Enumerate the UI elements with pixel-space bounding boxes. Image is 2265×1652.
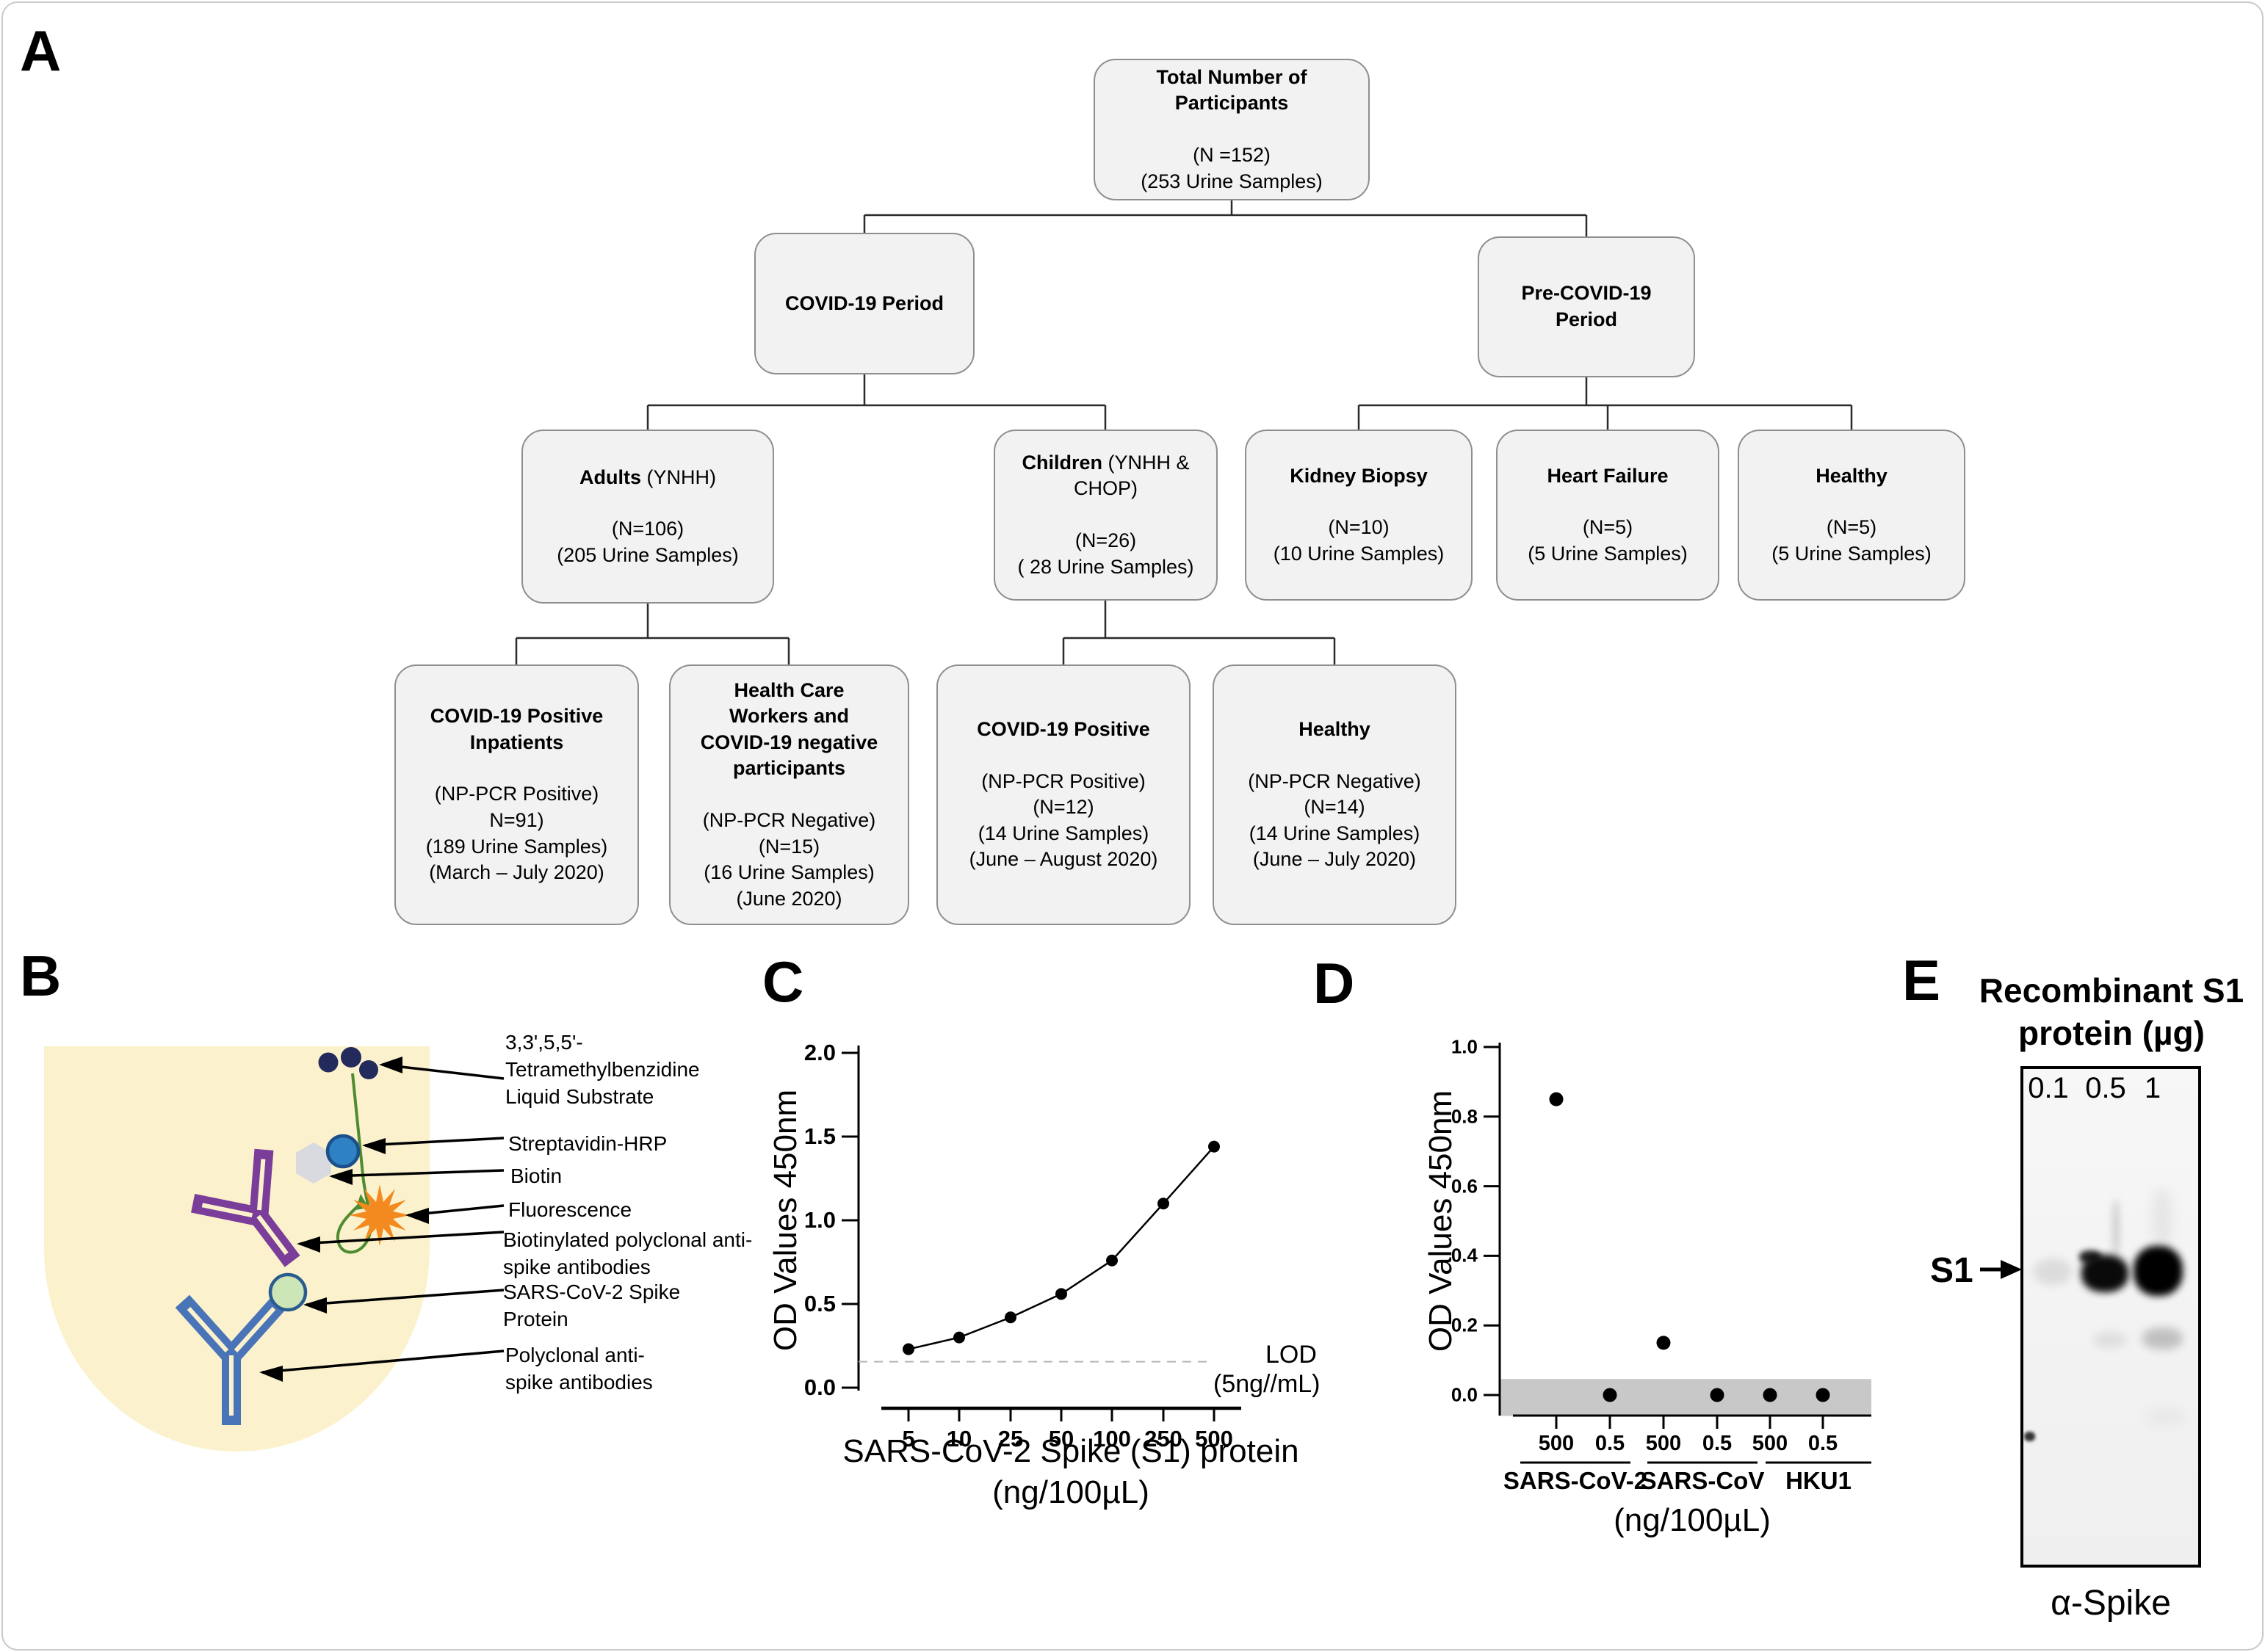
panel-b-letter: B <box>20 943 62 1008</box>
panel-d-letter: D <box>1313 951 1355 1015</box>
chart-d-xlabel: (ng/100µL) <box>1614 1502 1771 1538</box>
flow-box-healthy-children: Healthy (NP-PCR Negative) (N=14) (14 Uri… <box>1213 664 1456 925</box>
chart-c-ylabel: OD Values 450nm <box>767 1089 803 1352</box>
chart-c-ytick: 1.5 <box>803 1123 836 1149</box>
flow-box-kidney-biopsy: Kidney Biopsy (N=10) (10 Urine Samples) <box>1245 430 1473 601</box>
blot-band-lane3 <box>2134 1246 2183 1296</box>
label-biotin: Biotin <box>510 1164 563 1187</box>
flow-box-healthy-pre: Healthy (N=5) (5 Urine Samples) <box>1738 430 1965 601</box>
blot-streak-lane2 <box>2112 1200 2120 1257</box>
lod-label: LOD <box>1265 1341 1317 1369</box>
chart-d-dose-label: 0.5 <box>1807 1432 1838 1455</box>
panel-a-letter: A <box>20 18 62 83</box>
chart-c-standard-curve <box>842 1046 1241 1421</box>
panel-e-letter: E <box>1902 948 1941 1012</box>
flow-box-children: Children (YNHH & CHOP) (N=26) ( 28 Urine… <box>994 430 1218 601</box>
chart-d-ytick: 1.0 <box>1451 1035 1478 1058</box>
lod-sublabel: (5ng//mL) <box>1213 1370 1321 1398</box>
label-fluorescence: Fluorescence <box>508 1198 632 1221</box>
chart-c-ytick: 1.0 <box>803 1207 836 1233</box>
s1-band-label: S1 <box>1930 1251 1973 1290</box>
chart-d-group-label: SARS-CoV <box>1640 1467 1765 1494</box>
chart-d-specificity <box>1484 1043 1871 1464</box>
chart-d-dose-label: 0.5 <box>1702 1432 1733 1455</box>
alpha-spike-label: α-Spike <box>2051 1584 2171 1623</box>
label-spike-protein: SARS-CoV-2 Spike Protein <box>503 1280 681 1330</box>
flow-box-heart-failure: Heart Failure (N=5) (5 Urine Samples) <box>1496 430 1719 601</box>
label-biotinylated-antibody: Biotinylated polyclonal anti- spike anti… <box>503 1228 753 1278</box>
label-capture-antibody: Polyclonal anti- spike antibodies <box>505 1344 653 1394</box>
blot-lane-label-3: 1 <box>2144 1072 2161 1104</box>
s1-arrow <box>1980 1260 2022 1279</box>
label-streptavidin-hrp: Streptavidin-HRP <box>508 1132 668 1155</box>
chart-c-ytick: 0.5 <box>803 1291 836 1316</box>
chart-d-dose-label: 500 <box>1645 1432 1682 1455</box>
chart-d-dose-label: 500 <box>1538 1432 1575 1455</box>
label-tmb-substrate: 3,3',5,5'- Tetramethylbenzidine Liquid S… <box>505 1031 700 1108</box>
flow-box-precovid-period: Pre-COVID-19 Period <box>1478 236 1695 377</box>
flow-box-total: Total Number of Participants (N =152) (2… <box>1094 59 1370 200</box>
flow-box-covid-inpatients: COVID-19 Positive Inpatients (NP-PCR Pos… <box>394 664 639 925</box>
chart-c-ytick: 2.0 <box>803 1040 836 1065</box>
blot-smear-lane3-top <box>2152 1188 2172 1250</box>
blot-band-lane3-lower <box>2142 1327 2183 1350</box>
blot-title-line1: Recombinant S1 <box>1979 971 2244 1010</box>
blot-lane-label-2: 0.5 <box>2085 1072 2126 1104</box>
blot-smear-lane3-bottom <box>2147 1408 2185 1426</box>
chart-d-ytick: 0.0 <box>1451 1383 1478 1406</box>
flow-box-covid-period: COVID-19 Period <box>754 233 975 374</box>
chart-d-ylabel: OD Values 450nm <box>1423 1090 1459 1352</box>
flow-box-healthcare-workers: Health Care Workers and COVID-19 negativ… <box>669 664 909 925</box>
blot-band-lane1 <box>2034 1258 2072 1285</box>
blot-lane-label-1: 0.1 <box>2028 1072 2069 1104</box>
chart-c-xlabel-line2: (ng/100µL) <box>992 1474 1149 1510</box>
chart-d-group-label: SARS-CoV-2 <box>1503 1467 1648 1494</box>
flow-box-adults: Adults (YNHH) (N=106) (205 Urine Samples… <box>521 430 774 604</box>
elisa-well <box>44 1046 430 1452</box>
chart-d-group-label: HKU1 <box>1785 1467 1852 1494</box>
western-blot <box>2020 1066 2201 1568</box>
chart-d-dose-label: 0.5 <box>1594 1432 1625 1455</box>
blot-title-line2: protein (µg) <box>2018 1014 2205 1052</box>
blot-speck <box>2024 1432 2035 1441</box>
flow-box-title: Total Number of Participants <box>1156 65 1307 115</box>
blot-band-lane2-lower <box>2093 1332 2127 1348</box>
chart-c-xlabel-line1: SARS-CoV-2 Spike (S1) protein <box>842 1433 1299 1469</box>
panel-c-letter: C <box>762 949 804 1014</box>
blot-band-lane2 <box>2081 1255 2128 1292</box>
flow-box-covid-positive-children: COVID-19 Positive (NP-PCR Positive) (N=1… <box>936 664 1191 925</box>
chart-d-dose-label: 500 <box>1752 1432 1788 1455</box>
chart-c-ytick: 0.0 <box>803 1374 836 1400</box>
